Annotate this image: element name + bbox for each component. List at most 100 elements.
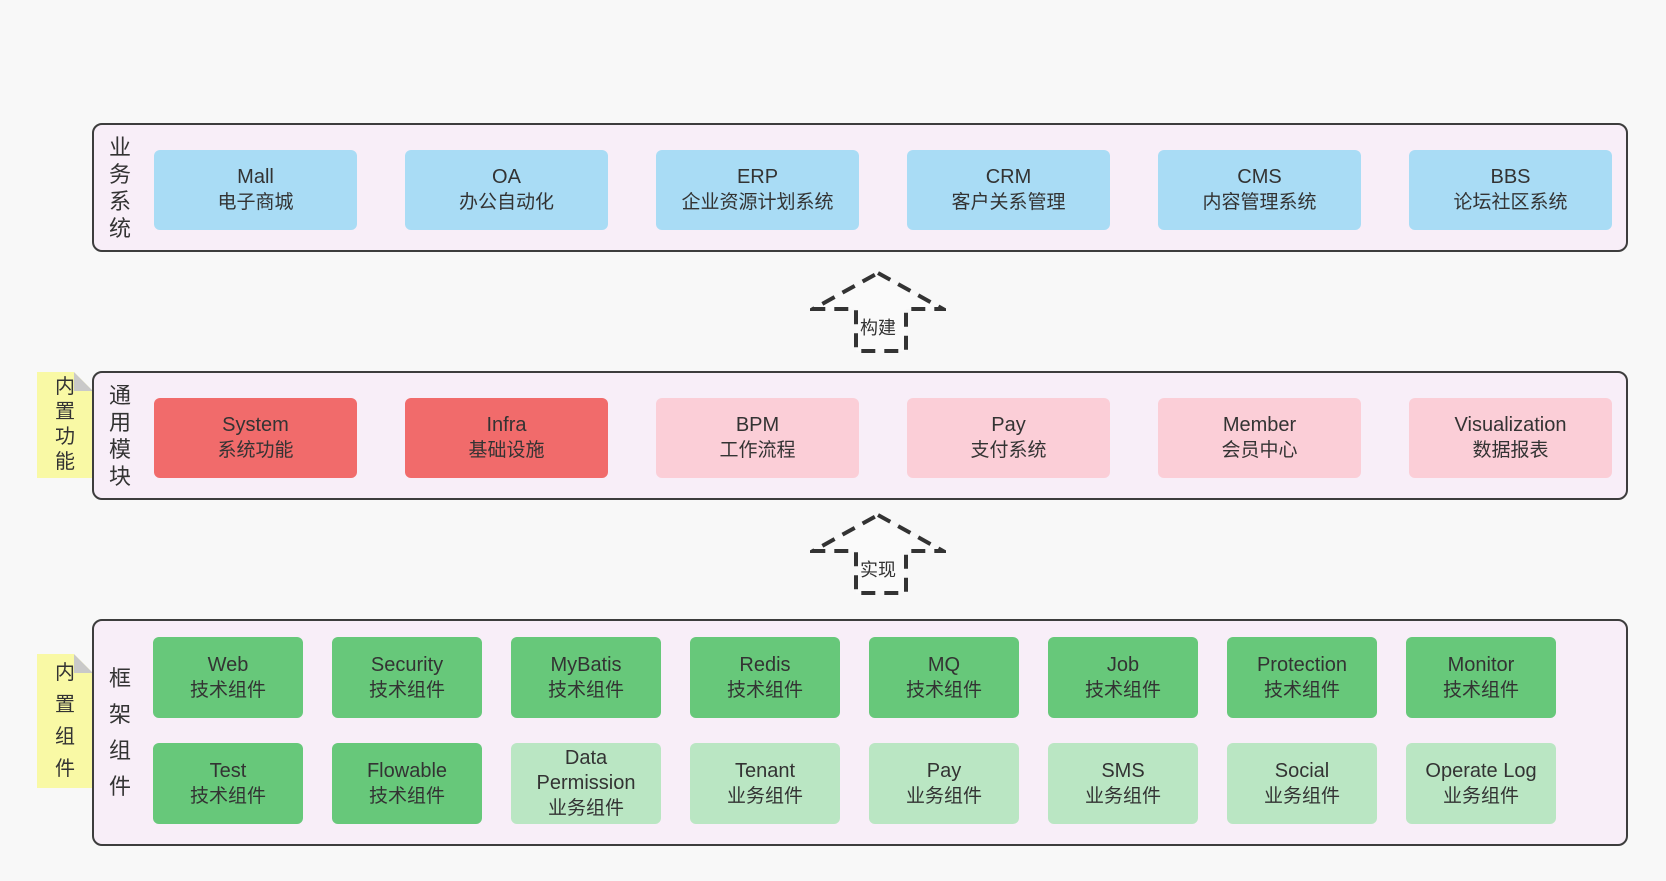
box-subtitle: 业务组件 xyxy=(1263,785,1340,807)
framework-components-row1: Web 技术组件 Security 技术组件 MyBatis 技术组件 Redi… xyxy=(153,637,1556,718)
build-arrow-label: 构建 xyxy=(860,318,896,338)
diagram-box-pay-component: Pay 业务组件 xyxy=(869,743,1019,824)
diagram-box-erp: ERP 企业资源计划系统 xyxy=(656,150,859,230)
box-title: Pay xyxy=(991,414,1026,436)
diagram-box-job: Job 技术组件 xyxy=(1048,637,1198,718)
diagram-box-cms: CMS 内容管理系统 xyxy=(1158,150,1361,230)
box-title: MyBatis xyxy=(550,653,622,676)
box-title: ERP xyxy=(736,166,779,188)
business-systems-panel: 业务系统 Mall 电子商城 OA 办公自动化 ERP 企业资源计划系统 CRM… xyxy=(92,123,1628,252)
box-title: Tenant xyxy=(734,759,796,782)
box-subtitle: 业务组件 xyxy=(1084,785,1161,807)
box-subtitle: 技术组件 xyxy=(1084,679,1161,701)
box-title: Member xyxy=(1222,414,1297,436)
diagram-box-protection: Protection 技术组件 xyxy=(1227,637,1377,718)
box-title: BBS xyxy=(1490,166,1531,188)
box-subtitle: 技术组件 xyxy=(368,679,445,701)
box-subtitle: 技术组件 xyxy=(189,679,266,701)
box-title: SMS xyxy=(1101,759,1145,782)
diagram-box-sms: SMS 业务组件 xyxy=(1048,743,1198,824)
box-subtitle: 电子商城 xyxy=(217,192,294,213)
diagram-box-mq: MQ 技术组件 xyxy=(869,637,1019,718)
side-label-text: 业务系统 xyxy=(109,134,132,241)
box-title: Security xyxy=(370,653,444,676)
business-systems-side-label: 业务系统 xyxy=(106,125,134,250)
box-title: Visualization xyxy=(1454,414,1567,436)
box-subtitle: 基础设施 xyxy=(468,440,545,461)
diagram-box-monitor: Monitor 技术组件 xyxy=(1406,637,1556,718)
block-arrow-up-icon xyxy=(810,270,946,353)
box-title: Job xyxy=(1106,653,1140,676)
box-title: Protection xyxy=(1256,653,1348,676)
diagram-box-mybatis: MyBatis 技术组件 xyxy=(511,637,661,718)
box-subtitle: 论坛社区系统 xyxy=(1453,192,1568,213)
diagram-box-pay-module: Pay 支付系统 xyxy=(907,398,1110,478)
implement-arrow: 实现 xyxy=(810,512,946,596)
diagram-box-operate-log: Operate Log 业务组件 xyxy=(1406,743,1556,824)
box-subtitle: 业务组件 xyxy=(1442,785,1519,807)
diagram-box-social: Social 业务组件 xyxy=(1227,743,1377,824)
block-arrow-up-icon xyxy=(810,512,946,595)
note-text: 内置组件 xyxy=(55,662,75,780)
box-subtitle: 业务组件 xyxy=(726,785,803,807)
diagram-box-member: Member 会员中心 xyxy=(1158,398,1361,478)
framework-components-panel: 框架组件 Web 技术组件 Security 技术组件 MyBatis 技术组件… xyxy=(92,619,1628,846)
box-title: Test xyxy=(209,759,247,782)
box-title: Mall xyxy=(237,166,274,188)
box-title: Web xyxy=(207,653,249,676)
box-subtitle: 办公自动化 xyxy=(458,192,554,213)
box-subtitle: 客户关系管理 xyxy=(951,192,1066,213)
built-in-features-note: 内置功能 xyxy=(37,372,93,478)
framework-components-side-label: 框架组件 xyxy=(106,621,134,844)
diagram-box-tenant: Tenant 业务组件 xyxy=(690,743,840,824)
box-title: System xyxy=(222,414,289,436)
box-title: Redis xyxy=(739,653,791,676)
box-subtitle: 会员中心 xyxy=(1221,440,1298,461)
box-title: Flowable xyxy=(366,759,448,782)
box-title: Monitor xyxy=(1447,653,1515,676)
diagram-box-security: Security 技术组件 xyxy=(332,637,482,718)
box-subtitle: 技术组件 xyxy=(189,785,266,807)
box-subtitle: 业务组件 xyxy=(905,785,982,807)
diagram-box-infra: Infra 基础设施 xyxy=(405,398,608,478)
build-arrow: 构建 xyxy=(810,270,946,354)
box-subtitle: 工作流程 xyxy=(719,440,796,461)
common-modules-side-label: 通用模块 xyxy=(106,373,134,498)
box-title: BPM xyxy=(735,414,780,436)
box-title: Data Permission xyxy=(536,747,636,794)
diagram-box-bbs: BBS 论坛社区系统 xyxy=(1409,150,1612,230)
box-subtitle: 系统功能 xyxy=(217,440,294,461)
diagram-box-flowable: Flowable 技术组件 xyxy=(332,743,482,824)
box-title: CMS xyxy=(1237,166,1282,188)
diagram-box-crm: CRM 客户关系管理 xyxy=(907,150,1110,230)
box-subtitle: 企业资源计划系统 xyxy=(681,192,834,213)
box-title: Pay xyxy=(926,759,962,782)
box-title: OA xyxy=(492,166,521,188)
side-label-text: 框架组件 xyxy=(109,665,132,799)
business-systems-row: Mall 电子商城 OA 办公自动化 ERP 企业资源计划系统 CRM 客户关系… xyxy=(154,150,1612,230)
diagram-box-data-permission: Data Permission 业务组件 xyxy=(511,743,661,824)
common-modules-panel: 通用模块 System 系统功能 Infra 基础设施 BPM 工作流程 Pay… xyxy=(92,371,1628,500)
box-title: Social xyxy=(1274,759,1330,782)
diagram-box-oa: OA 办公自动化 xyxy=(405,150,608,230)
diagram-box-mall: Mall 电子商城 xyxy=(154,150,357,230)
diagram-box-bpm: BPM 工作流程 xyxy=(656,398,859,478)
framework-components-row2: Test 技术组件 Flowable 技术组件 Data Permission … xyxy=(153,743,1556,824)
box-subtitle: 业务组件 xyxy=(547,798,624,819)
built-in-components-note: 内置组件 xyxy=(37,654,93,788)
box-subtitle: 技术组件 xyxy=(1263,679,1340,701)
box-subtitle: 数据报表 xyxy=(1472,440,1549,461)
box-subtitle: 技术组件 xyxy=(726,679,803,701)
box-title: Infra xyxy=(486,414,527,436)
implement-arrow-label: 实现 xyxy=(860,560,896,580)
box-title: CRM xyxy=(985,166,1032,188)
diagram-box-system: System 系统功能 xyxy=(154,398,357,478)
box-title: MQ xyxy=(927,653,961,676)
diagram-box-web: Web 技术组件 xyxy=(153,637,303,718)
side-label-text: 通用模块 xyxy=(109,382,132,489)
diagram-box-test: Test 技术组件 xyxy=(153,743,303,824)
box-subtitle: 技术组件 xyxy=(1442,679,1519,701)
box-subtitle: 技术组件 xyxy=(905,679,982,701)
diagram-box-visualization: Visualization 数据报表 xyxy=(1409,398,1612,478)
note-text: 内置功能 xyxy=(55,376,75,473)
